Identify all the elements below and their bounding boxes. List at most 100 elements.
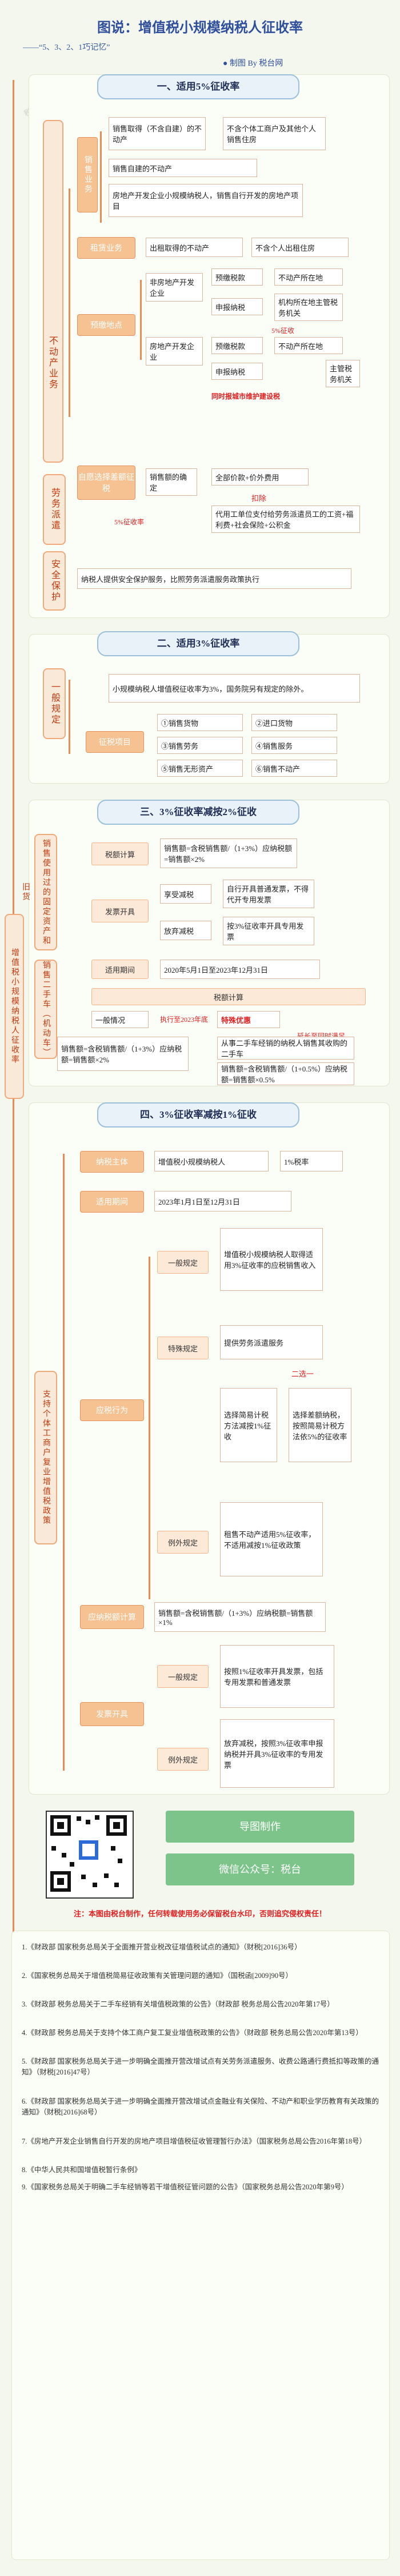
reference-2: 2.《国家税务总局关于增值税简易征收政策有关管理问题的通知》（国税函[2009]… (22, 1972, 293, 1980)
page-title: 图说：增值税小规模纳税人征收率 (97, 21, 303, 35)
sale-item-3: 房地产开发企业小规模纳税人，销售自行开发的房地产项目 (109, 184, 303, 217)
labor-rate-note: 5%征收率 (114, 518, 144, 526)
prepay-rate-note: 5%征收 (271, 327, 294, 335)
made-by-button[interactable]: 导图制作 (166, 1811, 354, 1843)
apply-exception-text: 租售不动产适用5%征收率，不适用减按1%征收政策 (220, 1502, 323, 1576)
exceptions-node: 征税项目 (86, 731, 144, 753)
file-tax-1: 申报纳税 (211, 298, 263, 315)
sale-item-2: 销售自建的不动产 (109, 159, 257, 177)
labor-self-node: 自愿选择差额征税 (77, 466, 135, 500)
reference-5: 5.《财政部 国家税务总局关于进一步明确全面推开营改增试点有关劳务派遣服务、收费… (22, 2057, 379, 2076)
tax-calc-node: 税额计算 (91, 842, 149, 865)
dev-node: 房地产开发企业 (146, 337, 203, 366)
inv-general-text: 按照1%征收率开具发票，包括专用发票和普通发票 (220, 1645, 334, 1708)
rent-item-note: 不含个人出租住房 (251, 238, 349, 257)
reference-4: 4.《财政部 税务总局关于支持个体工商户复工复业增值税政策的公告》（财政部 税务… (22, 2029, 363, 2037)
wechat-button[interactable]: 微信公众号：税台 (166, 1853, 354, 1885)
file-tax-2: 申报纳税 (211, 363, 263, 380)
copyright-warning: 注：本图由税台制作，任何转载使用务必保留税台水印，否则追究侵权责任！ (73, 1909, 326, 1918)
ex-2: ②进口货物 (251, 714, 337, 731)
target-node: 纳税主体 (80, 1151, 144, 1173)
credit-label: ● 制图 By 税台网 (223, 59, 283, 68)
general-text: 小规模纳税人增值税征收率为3%，国务院另有规定的除外。 (109, 674, 360, 703)
labor-full-node: 全部价款+价外费用 (211, 468, 309, 485)
opt-2: 选择差额纳税，按照简易计税方法依5%的征收率 (289, 1388, 351, 1462)
choose-note: 二选一 (291, 1370, 314, 1378)
ex-4: ④销售服务 (251, 737, 337, 754)
rent-item: 出租取得的不动产 (146, 238, 243, 257)
period-text: 2020年5月1日至2023年12月31日 (160, 960, 320, 979)
special-text: 从事二手车经销的纳税人销售其收购的二手车 (217, 1037, 354, 1060)
sale-item-1-note: 不含个体工商户及其他个人销售住房 (223, 117, 326, 150)
period-4-node: 适用期间 (80, 1191, 144, 1213)
opt-1: 选择简易计税方法减按1%征收 (220, 1388, 277, 1462)
invoice-4-node: 发票开具 (80, 1702, 144, 1726)
general-case: 一般情况 (91, 1011, 149, 1028)
qr-code (46, 1811, 134, 1899)
section-2-panel (29, 634, 390, 784)
connector (63, 1154, 65, 1771)
labor-spine: 劳务派遣 (43, 474, 66, 545)
period-4-text: 2023年1月1日至12月31日 (154, 1191, 291, 1211)
connector (69, 188, 70, 417)
calc-4-node: 应纳税额计算 (80, 1605, 144, 1629)
prepay-loc-1: 不动产所在地 (274, 268, 343, 286)
special-case: 特殊优惠 (217, 1011, 280, 1028)
reference-3: 3.《财政部 税务总局关于二手车经销有关增值税政策的公告》（财政部 税务总局公告… (22, 2000, 334, 2008)
prepay-tax-1: 预缴税款 (211, 268, 263, 286)
section-1-heading: 一、适用5%征收率 (97, 74, 299, 99)
labor-minus: 扣除 (251, 494, 267, 503)
support-spine: 支持个体工商户复业增值税政策 (34, 1371, 57, 1544)
references-panel (11, 1931, 390, 2560)
labor-sales-node: 销售额的确定 (146, 468, 197, 496)
same-note: 同时报城市维护建设税 (211, 392, 281, 400)
reference-1: 1.《财政部 国家税务总局关于全面推开营业税改征增值税试点的通知》（财税[201… (22, 1943, 302, 1951)
apply-exception: 例外规定 (157, 1531, 209, 1554)
reference-7: 7.《房地产开发企业销售自行开发的房地产项目增值税征收管理暂行办法》（国家税务总… (22, 2137, 367, 2145)
calc-bar: 税额计算 (91, 988, 366, 1005)
ex-1: ①销售货物 (157, 714, 243, 731)
section-4-heading: 四、3%征收率减按1%征收 (97, 1102, 299, 1127)
until-note: 执行至2023年底 (160, 1016, 209, 1024)
target-text: 增值税小规模纳税人 (154, 1151, 269, 1171)
security-text: 纳税人提供安全保护服务，比照劳务派遣服务政策执行 (77, 568, 351, 589)
car-dealer-spine: 销售二手车（机动车） (34, 960, 57, 1059)
apply-special-text: 提供劳务派遣服务 (220, 1325, 323, 1359)
connector (100, 131, 102, 223)
connector (69, 680, 70, 754)
enjoy-node: 享受减税 (160, 884, 211, 904)
tax-calc-text: 销售额=含税销售额/（1+3%）应纳税额=销售额×2% (160, 838, 297, 868)
qr-code-icon (50, 1815, 127, 1892)
non-dev-node: 非房地产开发企业 (146, 273, 203, 302)
invoice-node: 发票开具 (91, 900, 149, 922)
section-3-heading: 三、3%征收率减按2%征收 (97, 800, 299, 825)
page-subtitle: ——“5、3、2、1巧记忆” (23, 43, 110, 52)
apply-node: 应税行为 (80, 1399, 144, 1421)
trunk-line (13, 80, 14, 2308)
section-2-heading: 二、适用3%征收率 (97, 631, 299, 656)
labor-minus-detail: 代用工单位支付给劳务派遣员工的工资+福利费+社会保险+公积金 (211, 505, 360, 533)
apply-special: 特殊规定 (157, 1337, 209, 1359)
fixed-assets-spine: 销售使用过的固定资产和旧货 (21, 834, 57, 950)
ex-5: ⑤销售无形资产 (157, 760, 243, 777)
ex-6: ⑥销售不动产 (251, 760, 337, 777)
connector (140, 280, 142, 360)
rent-node: 租赁业务 (77, 237, 135, 259)
period-node: 适用期间 (91, 960, 149, 979)
connector (149, 1257, 150, 1599)
prepay-tax-2: 预缴税款 (211, 337, 263, 354)
enjoy-text: 自行开具普通发票，不得代开专用发票 (223, 880, 314, 908)
real-estate-spine: 不动产业务 (43, 120, 63, 463)
section-3-main-spine: 增值税小规模纳税人征收率 (5, 914, 24, 1099)
prepay-node: 预缴地点 (77, 314, 135, 336)
apply-general-text: 增值税小规模纳税人取得适用3%征收率的应税销售收入 (220, 1228, 323, 1291)
target-rate: 1%税率 (280, 1151, 343, 1171)
reference-6: 6.《财政部 国家税务总局关于进一步明确全面推开营改增试点金融业有关保险、不动产… (22, 2097, 379, 2116)
give-up-node: 放弃减税 (160, 921, 211, 940)
prepay-loc-4: 主管税务机关 (326, 360, 360, 387)
general-spine: 一般规定 (43, 668, 66, 739)
special-formula: 销售额=含税销售额/（1+0.5%）应纳税额=销售额×0.5% (217, 1062, 354, 1085)
give-up-text: 按3%征收率开具专用发票 (223, 917, 314, 945)
inv-exception: 例外规定 (157, 1748, 209, 1771)
